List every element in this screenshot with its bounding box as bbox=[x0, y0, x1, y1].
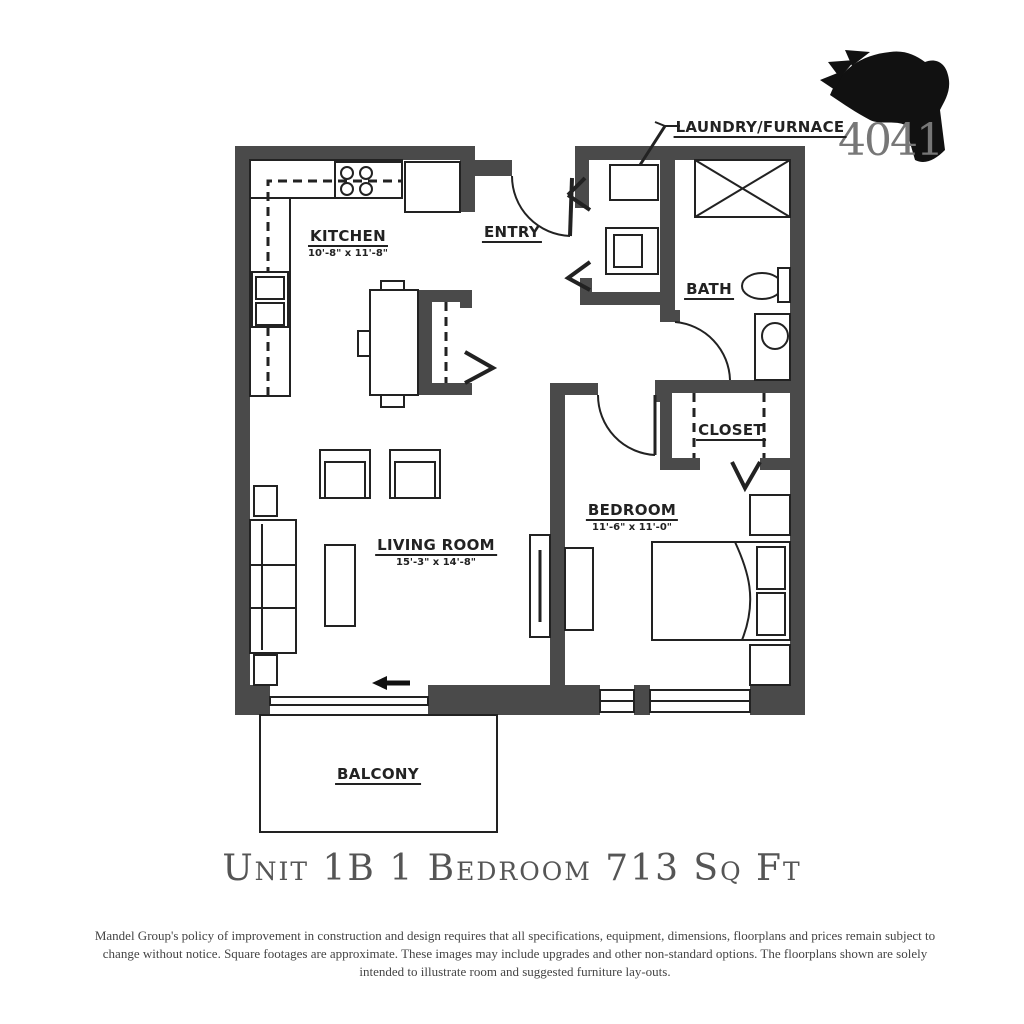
room-dims: 15'-3" x 14'-8" bbox=[395, 557, 477, 568]
room-name: CLOSET bbox=[696, 421, 766, 441]
disclaimer: Mandel Group's policy of improvement in … bbox=[94, 928, 936, 979]
room-label-closet: CLOSET bbox=[696, 420, 766, 441]
room-label-entry: ENTRY bbox=[481, 222, 543, 243]
room-name: KITCHEN bbox=[308, 227, 388, 247]
room-name: BATH bbox=[684, 280, 734, 300]
room-name: ENTRY bbox=[481, 223, 543, 243]
kitchen-fixtures bbox=[249, 159, 498, 408]
walls bbox=[235, 146, 805, 715]
living-furniture bbox=[249, 449, 441, 686]
bedroom-fixtures bbox=[529, 393, 791, 686]
windows bbox=[259, 676, 751, 833]
logo-text: 4041 bbox=[838, 115, 944, 166]
laundry-leader-arrow bbox=[638, 125, 667, 166]
room-dims: 10'-8" x 11'-8" bbox=[307, 248, 389, 259]
horse-head-icon bbox=[820, 50, 950, 162]
unit-title: Unit 1B 1 Bedroom 713 Sq Ft bbox=[222, 848, 802, 889]
room-label-balcony: BALCONY bbox=[335, 764, 421, 785]
room-dims: 11'-6" x 11'-0" bbox=[591, 522, 672, 533]
bath-fixtures bbox=[674, 159, 791, 381]
room-label-bath: BATH bbox=[684, 279, 734, 300]
room-name: LAUNDRY/FURNACE bbox=[673, 118, 847, 138]
room-name: BALCONY bbox=[335, 765, 421, 785]
room-label-laundry: LAUNDRY/FURNACE bbox=[673, 117, 847, 138]
room-name: BEDROOM bbox=[585, 501, 679, 521]
entry-fixtures bbox=[511, 164, 659, 292]
room-name: LIVING ROOM bbox=[375, 536, 497, 556]
